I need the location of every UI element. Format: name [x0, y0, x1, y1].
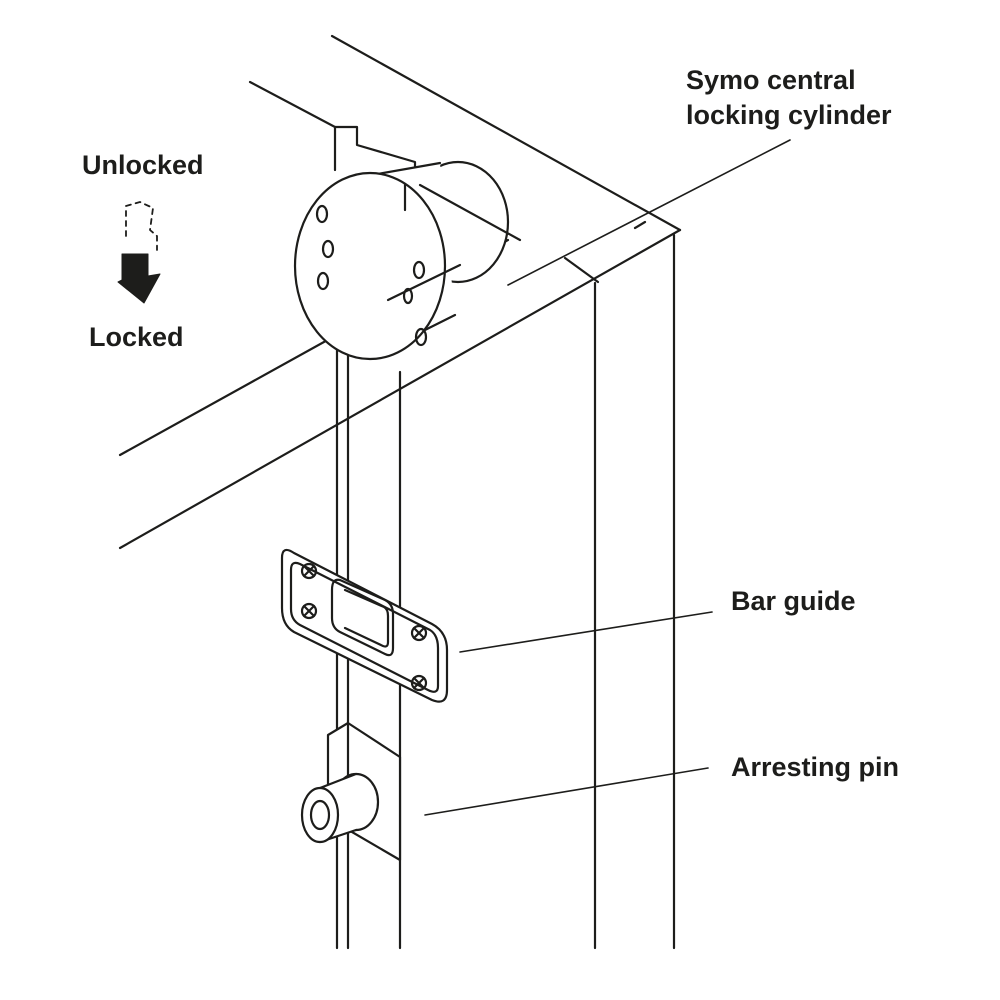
locking-cylinder — [293, 125, 522, 361]
bar-guide-label: Bar guide — [731, 586, 856, 616]
locked-label: Locked — [89, 322, 184, 352]
bar-guide-plate — [280, 548, 449, 703]
down-arrow-icon — [117, 201, 161, 304]
cylinder-label-line2: locking cylinder — [686, 100, 892, 130]
unlocked-label: Unlocked — [82, 150, 204, 180]
cylinder-label-line1: Symo central — [686, 65, 856, 95]
arresting-pin — [300, 721, 402, 862]
arresting-pin-label: Arresting pin — [731, 752, 900, 782]
leader-lines — [424, 139, 791, 816]
cylinder-label: Symo central locking cylinder — [686, 63, 892, 133]
